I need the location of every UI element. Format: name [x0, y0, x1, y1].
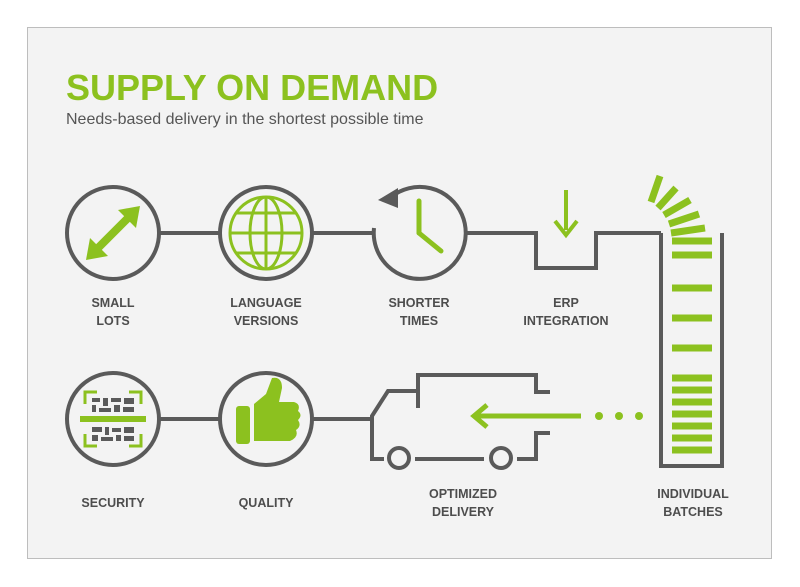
- flow-dots: [595, 412, 643, 420]
- thumbs-up-icon: [236, 377, 301, 444]
- quality-node: [218, 371, 314, 467]
- truck-wheel: [489, 446, 513, 470]
- label-language-versions: LANGUAGE VERSIONS: [230, 296, 302, 328]
- erp-connector-line: [466, 231, 661, 270]
- svg-text:ERP: ERP: [553, 296, 579, 310]
- truck-icon: [370, 373, 581, 470]
- batch-container: [659, 233, 724, 468]
- svg-text:INTEGRATION: INTEGRATION: [523, 314, 608, 328]
- svg-text:OPTIMIZED: OPTIMIZED: [429, 487, 497, 501]
- label-shorter-times: SHORTER TIMES: [388, 296, 449, 328]
- label-optimized-delivery: OPTIMIZED DELIVERY: [429, 487, 497, 519]
- page-title: SUPPLY ON DEMAND: [66, 67, 438, 108]
- svg-text:LANGUAGE: LANGUAGE: [230, 296, 302, 310]
- svg-text:LOTS: LOTS: [96, 314, 129, 328]
- clock-ring: [371, 184, 468, 281]
- language-versions-node: [218, 185, 314, 281]
- svg-text:INDIVIDUAL: INDIVIDUAL: [657, 487, 729, 501]
- svg-text:SMALL: SMALL: [91, 296, 134, 310]
- shorter-times-node: [371, 184, 468, 281]
- truck-wheel: [387, 446, 411, 470]
- svg-text:QUALITY: QUALITY: [239, 496, 295, 510]
- label-quality: QUALITY: [239, 496, 295, 510]
- qr-pattern: [92, 398, 134, 441]
- page-subtitle: Needs-based delivery in the shortest pos…: [66, 111, 424, 128]
- qr-code-scan-icon: [80, 390, 146, 448]
- label-small-lots: SMALL LOTS: [91, 296, 134, 328]
- svg-text:VERSIONS: VERSIONS: [234, 314, 299, 328]
- truck-box-bottom: [517, 431, 550, 461]
- svg-text:SHORTER: SHORTER: [388, 296, 449, 310]
- down-arrow-icon: [553, 190, 579, 239]
- truck-cab: [370, 389, 418, 461]
- svg-text:TIMES: TIMES: [400, 314, 438, 328]
- label-security: SECURITY: [81, 496, 145, 510]
- delivery-arrow-icon: [470, 403, 581, 429]
- truck-box-top: [416, 373, 550, 408]
- svg-text:SECURITY: SECURITY: [81, 496, 145, 510]
- svg-text:BATCHES: BATCHES: [663, 505, 723, 519]
- diagram-panel: [27, 27, 772, 559]
- resize-arrow-icon: [86, 206, 140, 260]
- label-individual-batches: INDIVIDUAL BATCHES: [657, 487, 729, 519]
- label-erp-integration: ERP INTEGRATION: [523, 296, 608, 328]
- clock-icon: [416, 198, 444, 254]
- stacked-bars-icon: [647, 174, 712, 454]
- globe-icon: [228, 195, 304, 271]
- svg-text:DELIVERY: DELIVERY: [432, 505, 495, 519]
- refresh-arrow-icon: [378, 188, 398, 208]
- security-node: [65, 371, 161, 467]
- small-lots-node: [65, 185, 161, 281]
